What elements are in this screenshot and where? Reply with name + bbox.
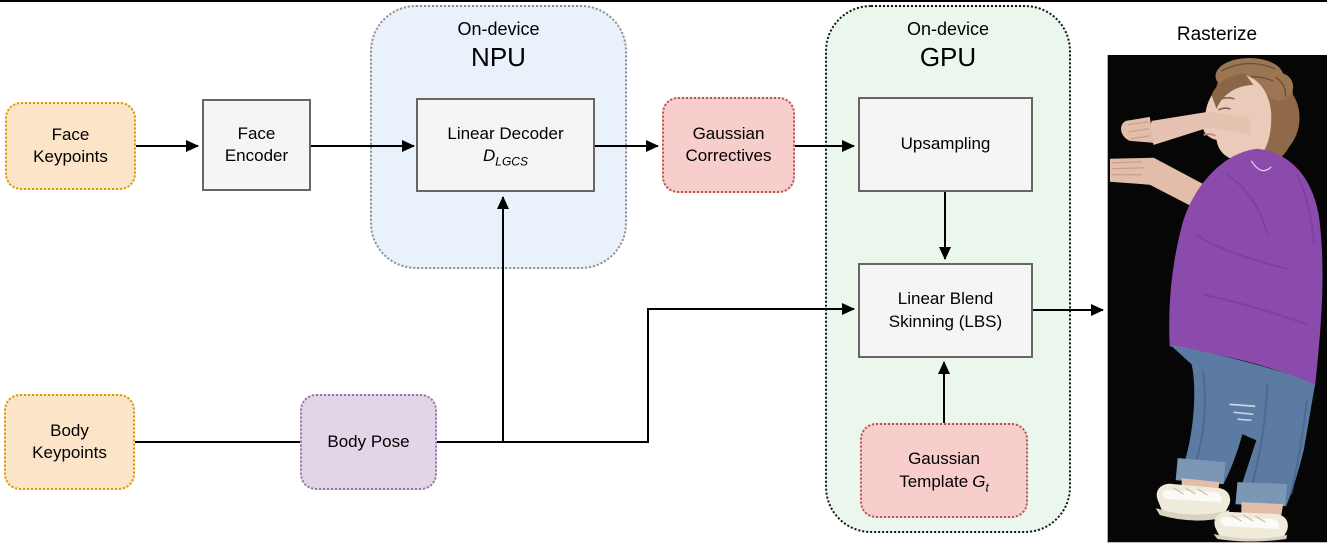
face-keypoints-label-line1: Face [51, 124, 90, 144]
face-encoder-node: Face Encoder [202, 99, 311, 191]
top-border-line [0, 0, 1327, 2]
lbs-label-line1: Linear Blend [897, 289, 994, 309]
upsampling-node: Upsampling [858, 97, 1033, 192]
linear-decoder-symbol: DLGCS [483, 146, 528, 169]
linear-blend-skinning-node: Linear Blend Skinning (LBS) [858, 263, 1033, 358]
gaussian-template-label-line1: Gaussian [908, 449, 980, 469]
lbs-label-line2: Skinning (LBS) [888, 311, 1003, 331]
face-encoder-label-line2: Encoder [224, 146, 289, 165]
gaussian-correctives-label-line2: Correctives [685, 146, 772, 165]
body-pose-label: Body Pose [327, 431, 410, 451]
rendered-avatar-photo [1107, 55, 1327, 543]
body-keypoints-label-line2: Keypoints [32, 443, 107, 462]
npu-container-title: NPU [471, 42, 526, 72]
face-encoder-label-line1: Face [237, 123, 276, 143]
gaussian-correctives-node: Gaussian Correctives [662, 97, 795, 193]
body-pose-node: Body Pose [300, 394, 437, 490]
face-keypoints-node: Face Keypoints [5, 102, 136, 190]
linear-decoder-label: Linear Decoder [447, 123, 564, 143]
body-keypoints-node: Body Keypoints [4, 394, 135, 490]
upsampling-label: Upsampling [900, 134, 991, 154]
gpu-container-subtitle: On-device [906, 19, 990, 39]
body-keypoints-label-line1: Body [50, 420, 89, 440]
face-keypoints-label-line2: Keypoints [33, 147, 108, 166]
rasterize-label: Rasterize [1176, 24, 1258, 45]
gpu-container-title: GPU [919, 42, 977, 72]
avatar-person-illustration [1108, 55, 1327, 542]
gaussian-correctives-label-line1: Gaussian [692, 123, 765, 143]
arrow-bodypose-to-lbs [437, 303, 855, 443]
linear-decoder-node: Linear Decoder DLGCS [416, 98, 595, 192]
npu-container-subtitle: On-device [457, 19, 540, 39]
